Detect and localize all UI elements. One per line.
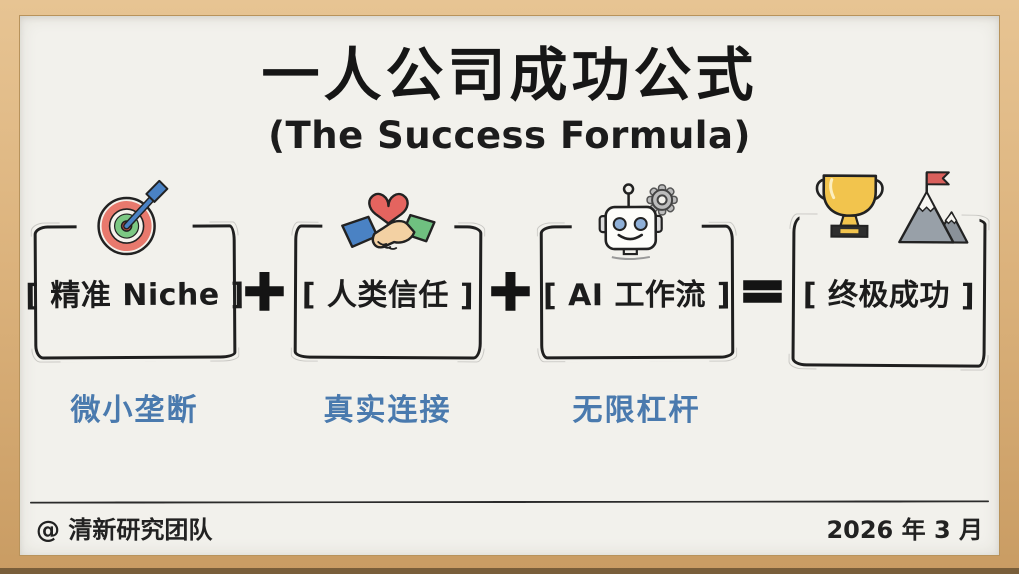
target-dart-icon — [75, 179, 193, 257]
trophy-mountain-flag-icon — [798, 165, 980, 251]
formula-term-niche: [ 精准 Niche ] 微小垄断 — [25, 179, 244, 429]
term-caption-trust: 真实连接 — [323, 392, 452, 428]
term-box-niche: [ 精准 Niche ] — [25, 179, 244, 360]
formula-term-ai-workflow: [ AI 工作流 ] 无限杠杆 — [539, 179, 734, 429]
footer-credit: @ 清新研究团队 — [36, 516, 213, 544]
equals-operator: = — [737, 257, 787, 323]
plus-operator: + — [239, 257, 289, 323]
handshake-heart-icon — [321, 179, 455, 263]
whiteboard: 一人公司成功公式 (The Success Formula) — [19, 15, 1000, 556]
formula-term-success: [ 终极成功 ] — [790, 165, 987, 393]
term-box-success: [ 终极成功 ] — [790, 165, 987, 368]
term-box-trust: [ 人类信任 ] — [293, 179, 482, 360]
term-label-ai-workflow: [ AI 工作流 ] — [542, 277, 731, 314]
term-label-success: [ 终极成功 ] — [802, 277, 975, 314]
term-label-niche: [ 精准 Niche ] — [24, 277, 245, 314]
term-box-ai-workflow: [ AI 工作流 ] — [539, 179, 734, 360]
term-caption-ai-workflow: 无限杠杆 — [572, 392, 701, 428]
formula-row: [ 精准 Niche ] 微小垄断 + — [20, 165, 999, 429]
page-title: 一人公司成功公式 — [261, 41, 758, 109]
robot-gear-icon — [571, 179, 702, 261]
term-caption-niche: 微小垄断 — [70, 392, 199, 428]
footer-divider — [29, 500, 990, 504]
term-label-trust: [ 人类信任 ] — [301, 277, 474, 314]
footer-date: 2026 年 3 月 — [826, 516, 983, 544]
plus-operator: + — [485, 257, 535, 323]
footer: @ 清新研究团队 2026 年 3 月 — [20, 500, 999, 547]
formula-term-trust: [ 人类信任 ] 真实连接 — [293, 179, 482, 429]
title-block: 一人公司成功公式 (The Success Formula) — [20, 41, 999, 157]
page-subtitle: (The Success Formula) — [268, 113, 751, 157]
